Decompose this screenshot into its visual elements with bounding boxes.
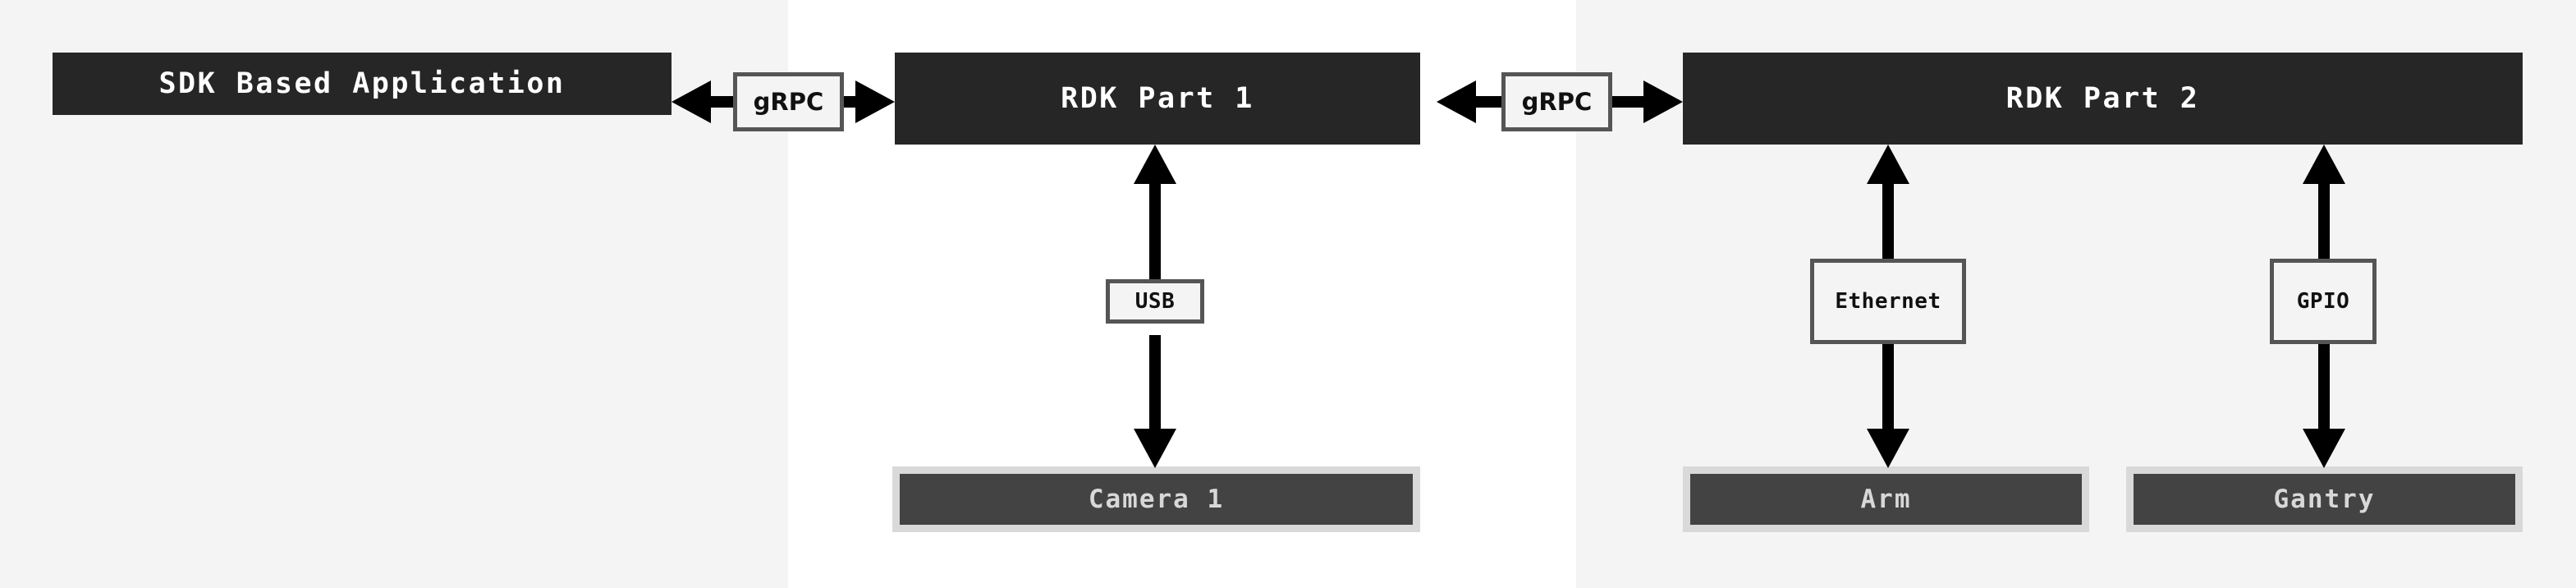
edge-label-text-grpc-1: gRPC (753, 88, 824, 116)
node-camera-1-body: Camera 1 (900, 474, 1413, 525)
connector-rdk1-to-camera1 (1132, 145, 1178, 468)
node-label-rdk-part-1: RDK Part 1 (1061, 82, 1254, 115)
node-rdk-part-1[interactable]: RDK Part 1 (895, 53, 1420, 145)
connector-rdk2-to-gantry (2301, 145, 2347, 468)
edge-label-grpc-sdk-to-rdk1[interactable]: gRPC (733, 72, 844, 131)
node-rdk-part-2[interactable]: RDK Part 2 (1683, 53, 2523, 145)
node-arm-body: Arm (1690, 474, 2082, 525)
edge-label-ethernet[interactable]: Ethernet (1810, 259, 1966, 344)
edge-label-text-gpio: GPIO (2296, 289, 2350, 314)
node-label-gantry: Gantry (2273, 485, 2376, 514)
node-label-sdk-based-application: SDK Based Application (158, 67, 566, 100)
edge-label-text-ethernet: Ethernet (1835, 289, 1941, 314)
node-label-arm: Arm (1860, 485, 1912, 514)
node-label-rdk-part-2: RDK Part 2 (2005, 82, 2200, 115)
edge-label-grpc-rdk1-to-rdk2[interactable]: gRPC (1501, 72, 1612, 131)
edge-label-text-usb: USB (1134, 289, 1176, 314)
node-gantry[interactable]: Gantry (2126, 466, 2523, 532)
node-arm[interactable]: Arm (1683, 466, 2089, 532)
edge-label-text-grpc-2: gRPC (1521, 88, 1593, 116)
node-camera-1[interactable]: Camera 1 (892, 466, 1420, 532)
node-sdk-based-application[interactable]: SDK Based Application (53, 53, 672, 115)
node-gantry-body: Gantry (2134, 474, 2515, 525)
node-label-camera-1: Camera 1 (1088, 485, 1225, 514)
connector-rdk1-to-rdk2 (1437, 80, 1683, 123)
edge-label-usb[interactable]: USB (1106, 279, 1204, 324)
edge-label-gpio[interactable]: GPIO (2270, 259, 2377, 344)
connector-rdk2-to-arm (1865, 145, 1911, 468)
